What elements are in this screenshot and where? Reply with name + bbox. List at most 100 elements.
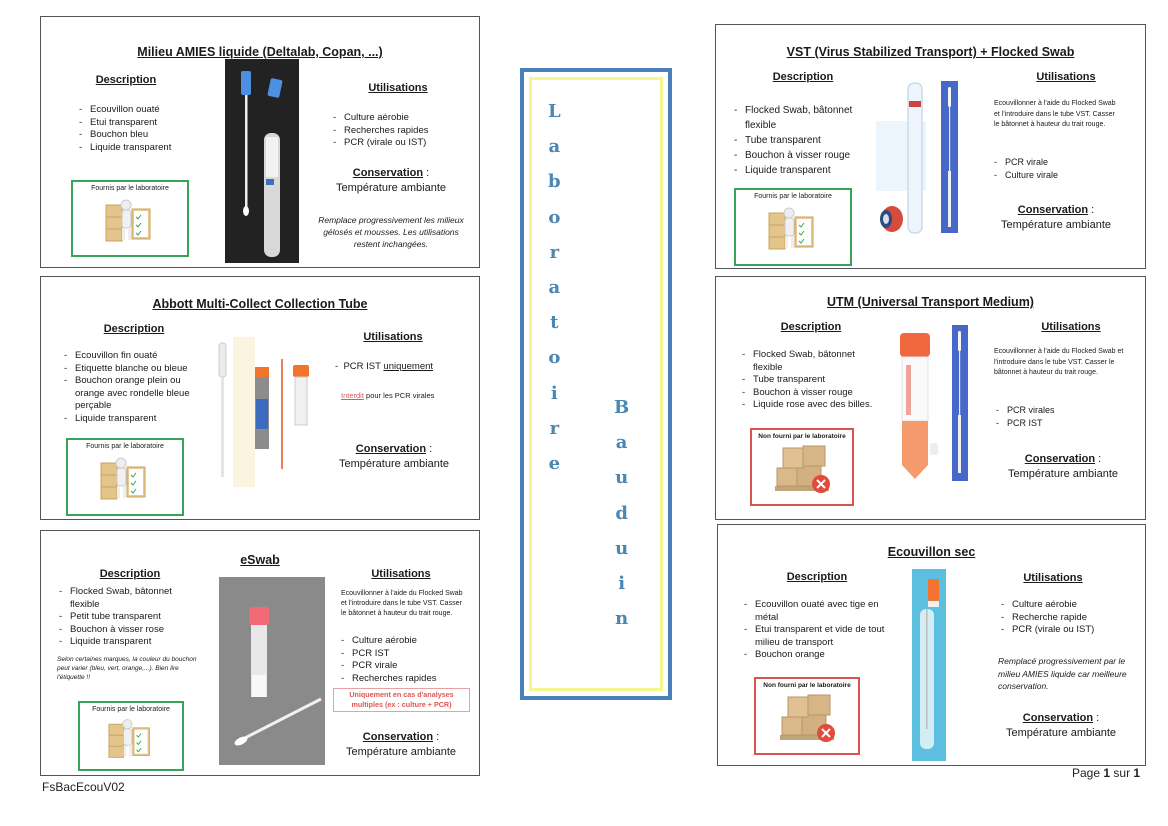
panel-title: eSwab (240, 553, 280, 567)
description-list: Ecouvillon ouaté Etui transparent Boucho… (79, 104, 189, 154)
list-item: PCR virale (341, 660, 466, 673)
list-item: Recherches rapides (341, 673, 466, 686)
not-supplied-label: Non fourni par le laboratoire (758, 433, 846, 440)
uses-item: - PCR IST uniquement (335, 361, 434, 372)
instructions: Ecouvillonner à l'aide du Flocked Swab e… (341, 590, 463, 617)
banner-word-bauduin: B a u d u i n (614, 397, 630, 630)
conservation-label: Conservation (1022, 712, 1094, 724)
conservation-label: Conservation (1017, 204, 1089, 216)
conservation-label: Conservation (352, 167, 424, 179)
description-list: Flocked Swab, bâtonnet flexible Petit tu… (59, 586, 189, 649)
list-item: Culture aérobie (1001, 599, 1131, 612)
panel-title: UTM (Universal Transport Medium) (827, 295, 1034, 309)
panel-abbott: Abbott Multi-Collect Collection Tube Des… (40, 276, 480, 520)
list-item: Culture virale (994, 169, 1119, 182)
description-heading: Description (103, 323, 165, 335)
conservation-value: Température ambiante (1000, 219, 1112, 231)
not-supplied-badge: Non fourni par le laboratoire (754, 677, 860, 755)
uses-heading: Utilisations (363, 331, 423, 343)
instructions: Ecouvillonner à l'aide du Flocked Swab e… (994, 348, 1124, 376)
amies-swab-photo (225, 59, 299, 263)
supplied-label: Fournis par le laboratoire (754, 193, 832, 200)
supplier-clipboard-icon (105, 199, 151, 242)
conservation-value: Température ambiante (1007, 468, 1119, 480)
conservation: Conservation : Température ambiante (316, 166, 466, 196)
list-item: Etui transparent et vide de tout milieu … (744, 624, 894, 649)
vst-tube-photo (876, 81, 976, 241)
list-item: Bouchon orange plein ou orange avec rond… (64, 375, 204, 413)
banner-word-laboratoire: L a b o r a t o i r e (548, 101, 561, 474)
uses-emphasis: uniquement (383, 361, 434, 372)
description-heading: Description (786, 571, 848, 583)
panel-ecouvillon-sec: Ecouvillon sec Description Ecouvillon ou… (717, 524, 1146, 766)
abbott-kit-photo (211, 329, 321, 489)
conservation-value: Température ambiante (1005, 727, 1117, 739)
forbidden-word: Interdit (341, 391, 364, 400)
supplied-badge: Fournis par le laboratoire (71, 180, 189, 257)
conservation-value: Température ambiante (345, 746, 457, 758)
list-item: Liquide rose avec des billes. (742, 399, 887, 412)
list-item: Culture aérobie (333, 112, 463, 125)
list-item: Culture aérobie (341, 635, 466, 648)
supplied-badge: Fournis par le laboratoire (734, 188, 852, 266)
panel-utm: UTM (Universal Transport Medium) Descrip… (715, 276, 1146, 520)
list-item: Liquide transparent (79, 142, 189, 155)
list-item: Flocked Swab, bâtonnet flexible (734, 103, 874, 133)
list-item: Liquide transparent (64, 413, 204, 426)
uses-list: Culture aérobie Recherches rapides PCR (… (333, 112, 463, 150)
description-heading: Description (772, 71, 834, 83)
list-item: Liquide transparent (734, 163, 874, 178)
not-supplied-label: Non fourni par le laboratoire (763, 682, 851, 689)
conservation: Conservation : Température ambiante (981, 203, 1131, 233)
conservation: Conservation : Température ambiante (986, 711, 1136, 741)
list-item: PCR virales (996, 404, 1121, 417)
supplied-label: Fournis par le laboratoire (86, 443, 164, 450)
utm-tube-photo (894, 325, 974, 485)
supplied-label: Fournis par le laboratoire (92, 706, 170, 713)
uses-list: Culture aérobie PCR IST PCR virale Reche… (341, 635, 466, 685)
panel-title: Milieu AMIES liquide (Deltalab, Copan, .… (137, 45, 383, 59)
supplied-label: Fournis par le laboratoire (91, 185, 169, 192)
instructions: Ecouvillonner à l'aide du Flocked Swab e… (994, 100, 1116, 128)
list-item: Recherche rapide (1001, 612, 1131, 625)
list-item: Tube transparent (742, 374, 887, 387)
list-item: Etiquette blanche ou bleue (64, 363, 204, 376)
conservation: Conservation : Température ambiante (988, 452, 1138, 482)
supplier-clipboard-icon (108, 719, 150, 758)
boxes-crossed-icon (775, 445, 830, 493)
panel-eswab: eSwab Description Flocked Swab, bâtonnet… (40, 530, 480, 776)
list-item: PCR (virale ou IST) (333, 137, 463, 150)
list-item: Etui transparent (79, 117, 189, 130)
uses-list: Culture aérobie Recherche rapide PCR (vi… (1001, 599, 1131, 637)
list-item: Bouchon orange (744, 649, 894, 662)
page-indicator: Page 1 sur 1 (1072, 766, 1141, 780)
uses-heading: Utilisations (1023, 572, 1083, 584)
description-note: Selon certaines marques, la couleur du b… (57, 656, 197, 681)
description-heading: Description (99, 568, 161, 580)
description-heading: Description (780, 321, 842, 333)
conservation-value: Température ambiante (335, 182, 447, 194)
panel-title: Ecouvillon sec (887, 545, 976, 559)
warning-box: Uniquement en cas d'analyses multiples (… (333, 688, 470, 712)
conservation: Conservation : Température ambiante (326, 730, 476, 760)
list-item: Recherches rapides (333, 125, 463, 138)
list-item: Petit tube transparent (59, 611, 189, 624)
panel-vst: VST (Virus Stabilized Transport) + Flock… (715, 24, 1146, 269)
list-item: PCR virale (994, 156, 1119, 169)
uses-list: PCR virale Culture virale (994, 156, 1119, 182)
uses-heading: Utilisations (368, 82, 428, 94)
description-list: Ecouvillon ouaté avec tige en métal Etui… (744, 599, 894, 662)
list-item: Flocked Swab, bâtonnet flexible (742, 349, 887, 374)
panel-note: Remplacé progressivement par le milieu A… (998, 656, 1127, 691)
description-heading: Description (95, 74, 157, 86)
uses-heading: Utilisations (1036, 71, 1096, 83)
list-item: Ecouvillon ouaté avec tige en métal (744, 599, 894, 624)
list-item: Bouchon bleu (79, 129, 189, 142)
conservation-value: Température ambiante (338, 458, 450, 470)
supplied-badge: Fournis par le laboratoire (66, 438, 184, 516)
conservation-label: Conservation (355, 443, 427, 455)
list-item: Bouchon à visser rouge (734, 148, 874, 163)
dry-swab-photo (912, 569, 946, 761)
panel-amies: Milieu AMIES liquide (Deltalab, Copan, .… (40, 16, 480, 268)
panel-title: VST (Virus Stabilized Transport) + Flock… (786, 45, 1075, 59)
